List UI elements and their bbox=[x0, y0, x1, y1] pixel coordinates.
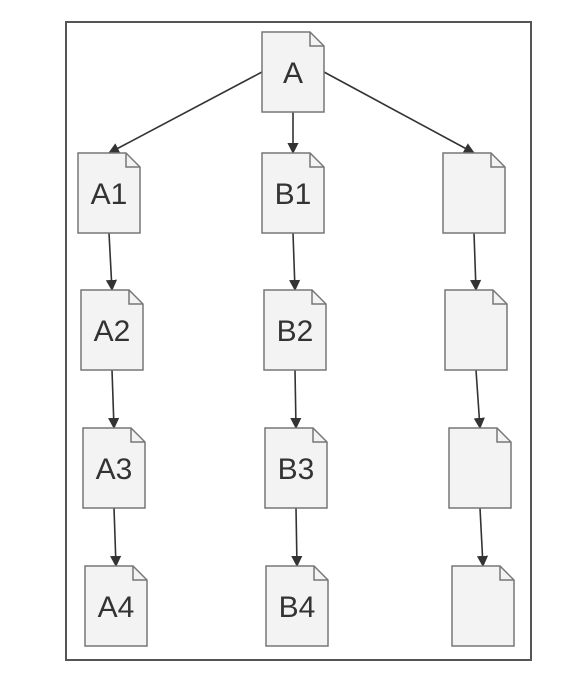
document-node-b2: B2 bbox=[263, 289, 327, 371]
node-label-a1: A1 bbox=[91, 178, 128, 211]
document-node-c2 bbox=[444, 289, 508, 371]
document-node-b4: B4 bbox=[265, 565, 329, 647]
document-node-c3 bbox=[448, 427, 512, 509]
node-label-b2: B2 bbox=[277, 315, 314, 348]
node-label-a2: A2 bbox=[94, 315, 131, 348]
edges-layer bbox=[105, 71, 489, 568]
node-label-b3: B3 bbox=[278, 453, 315, 486]
document-node-a3: A3 bbox=[82, 427, 146, 509]
node-label-b4: B4 bbox=[279, 591, 316, 624]
arrow-a2-to-a3 bbox=[108, 369, 120, 430]
arrow-b1-to-b2 bbox=[289, 232, 301, 292]
document-node-b3: B3 bbox=[264, 427, 328, 509]
arrow-c1-to-c2 bbox=[470, 232, 482, 292]
arrow-a1-to-a2 bbox=[105, 232, 118, 292]
arrow-a3-to-a4 bbox=[110, 507, 122, 568]
node-label-a4: A4 bbox=[98, 591, 135, 624]
document-node-root: A bbox=[261, 31, 325, 113]
arrow-b2-to-b3 bbox=[290, 369, 302, 430]
document-node-c4 bbox=[451, 565, 515, 647]
arrow-b3-to-b4 bbox=[291, 507, 303, 568]
document-node-b1: B1 bbox=[261, 152, 325, 234]
document-node-a1: A1 bbox=[77, 152, 141, 234]
document-node-c1 bbox=[442, 152, 506, 234]
node-label-a3: A3 bbox=[96, 453, 133, 486]
document-node-a4: A4 bbox=[84, 565, 148, 647]
document-node-a2: A2 bbox=[80, 289, 144, 371]
arrow-root-to-c1 bbox=[323, 71, 475, 154]
arrow-c3-to-c4 bbox=[476, 507, 489, 568]
arrow-root-to-a1 bbox=[108, 71, 263, 154]
node-label-b1: B1 bbox=[275, 178, 312, 211]
arrow-c2-to-c3 bbox=[473, 369, 485, 430]
node-label-root: A bbox=[283, 57, 303, 90]
